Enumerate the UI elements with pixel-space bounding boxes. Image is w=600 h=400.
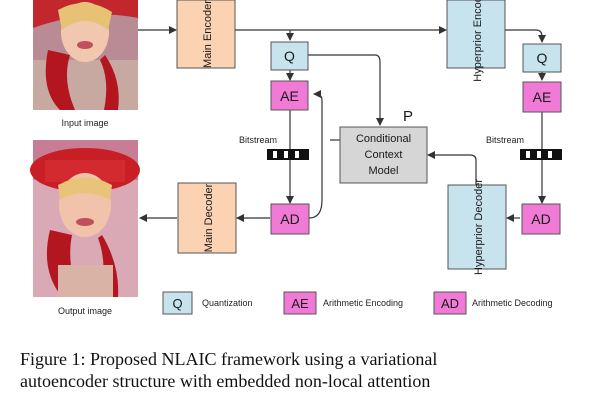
hyper-encoder-label: Hyperprior Encoder xyxy=(472,0,484,82)
hyper-decoder-label: Hyperprior Decoder xyxy=(473,179,485,275)
ae-label-hyper: AE xyxy=(533,89,552,105)
main-decoder-block: Main Decoder xyxy=(177,182,237,254)
main-encoder-label: Main Encoder xyxy=(202,0,214,68)
bitstream-icon-main xyxy=(267,149,309,160)
legend-q: Q Quantization xyxy=(162,291,253,315)
hyper-encoder-block: Hyperprior Encoder xyxy=(446,0,506,82)
bitstream-label-main: Bitstream xyxy=(239,135,277,145)
bitstream-icon-hyper xyxy=(520,149,562,160)
q-label-hyper: Q xyxy=(537,50,548,66)
caption-line-2: autoencoder structure with embedded non-… xyxy=(20,371,431,391)
main-encoder-block: Main Encoder xyxy=(176,0,236,69)
ad-block-main: AD xyxy=(270,203,310,235)
ccm-label-line3: Model xyxy=(369,165,399,177)
ad-label-main: AD xyxy=(280,211,299,227)
legend-ad: AD Arithmetic Decoding xyxy=(433,291,553,315)
ad-label-hyper: AD xyxy=(531,211,550,227)
arrow-hyper-to-q2 xyxy=(505,29,546,43)
input-image xyxy=(33,0,138,110)
hyper-decoder-block: Hyperprior Decoder xyxy=(447,179,507,275)
p-label: P xyxy=(403,108,413,125)
legend-ae-key: AE xyxy=(291,296,309,311)
ae-block-main: AE xyxy=(270,80,309,111)
arrow-ad-to-ae xyxy=(308,90,323,219)
legend: Q Quantization AE Arithmetic Encoding AD… xyxy=(162,291,553,315)
legend-ad-key: AD xyxy=(441,296,459,311)
caption-line-1: Figure 1: Proposed NLAIC framework using… xyxy=(20,349,438,369)
output-image xyxy=(30,140,140,297)
nlaic-diagram: Input image Output image xyxy=(30,0,562,316)
ae-label-main: AE xyxy=(280,88,299,104)
q-label-main: Q xyxy=(284,48,295,64)
q-block-hyper: Q xyxy=(522,43,562,73)
legend-q-key: Q xyxy=(172,296,182,311)
legend-ae: AE Arithmetic Encoding xyxy=(283,291,403,315)
legend-ae-text: Arithmetic Encoding xyxy=(323,298,403,308)
ccm-label-line2: Context xyxy=(365,149,403,161)
ad-block-hyper: AD xyxy=(521,203,561,235)
output-image-label: Output image xyxy=(58,306,112,316)
main-decoder-label: Main Decoder xyxy=(203,183,215,252)
legend-ad-text: Arithmetic Decoding xyxy=(472,298,553,308)
bitstream-label-hyper: Bitstream xyxy=(486,135,524,145)
legend-q-text: Quantization xyxy=(202,298,253,308)
q-block-main: Q xyxy=(270,41,309,71)
arrow-q-to-ccm xyxy=(307,54,384,126)
ccm-label-line1: Conditional xyxy=(356,133,411,145)
figure-caption: Figure 1: Proposed NLAIC framework using… xyxy=(20,348,592,392)
conditional-context-model-block: Conditional Context Model xyxy=(339,126,428,184)
ae-block-hyper: AE xyxy=(522,81,562,113)
input-image-label: Input image xyxy=(61,118,108,128)
arrow-hyperdec-to-ccm xyxy=(427,151,477,185)
